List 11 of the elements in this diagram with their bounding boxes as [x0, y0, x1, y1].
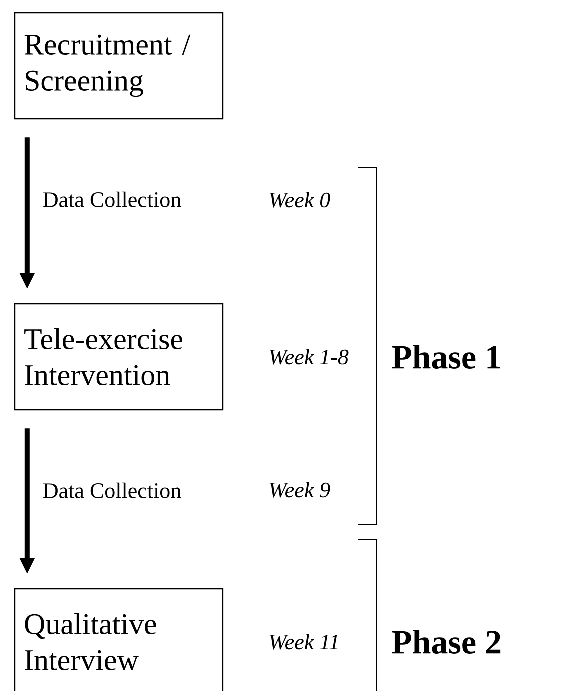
week-label: Week 9: [270, 482, 330, 498]
phase-label: Phase 2: [392, 630, 501, 654]
week-label: Week 1-8: [270, 349, 349, 365]
process-box: Tele-exercise Intervention: [14, 303, 224, 411]
edge-label: Data Collection: [44, 482, 182, 498]
week-label: Week 0: [270, 192, 330, 208]
week-label: Week 11: [270, 634, 338, 650]
process-box: Qualitative Interview: [14, 588, 224, 691]
edge-label: Data Collection: [44, 192, 182, 208]
process-box: Recruitment / Screening: [14, 12, 224, 120]
phase-label: Phase 1: [392, 345, 500, 369]
